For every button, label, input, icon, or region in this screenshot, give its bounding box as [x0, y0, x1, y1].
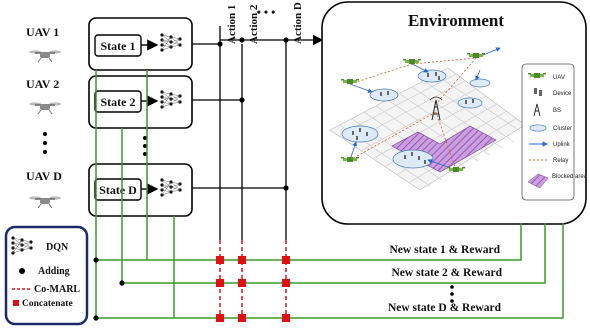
concatenate-markers: [216, 256, 290, 322]
environment-legend: UAV Device BS Cluster Uplink Relay Block…: [521, 63, 588, 201]
uav-1: UAV 1: [26, 25, 62, 63]
agent-block-1: State 1: [88, 17, 193, 71]
cluster-icon: [529, 124, 547, 132]
svg-text:BS: BS: [553, 108, 561, 114]
feedback-1-label: New state 1 & Reward: [390, 244, 501, 256]
device-icon: [534, 88, 542, 96]
key-concatenate-label: Concatenate: [22, 299, 73, 309]
adding-icon: [19, 268, 25, 274]
actions-ellipsis: • • •: [257, 5, 276, 19]
state-1-label: State 1: [101, 39, 136, 53]
drone-icon: [28, 49, 62, 63]
key-co-marl-label: Co-MARL: [34, 284, 80, 295]
agent-block-2: State 2: [88, 75, 193, 129]
agent-block-d: State D: [88, 163, 193, 217]
svg-text:Device: Device: [553, 91, 572, 97]
device-markers: [352, 72, 474, 164]
svg-text:UAV: UAV: [553, 75, 565, 81]
key-dqn-label: DQN: [46, 242, 69, 253]
vertical-ellipsis-mid: [143, 136, 147, 156]
junction-dots: [93, 257, 125, 321]
svg-text:Cluster: Cluster: [553, 126, 572, 132]
environment-panel: Environment: [321, 1, 588, 225]
bs-icon: [533, 103, 541, 117]
feedback-2-label: New state 2 & Reward: [392, 267, 503, 279]
action-d-label: Action D: [292, 2, 304, 44]
blocked-area-shape: [391, 125, 497, 173]
state-d-label: State D: [99, 183, 137, 197]
drone-icon: [28, 195, 62, 209]
relay-links: [349, 57, 477, 171]
uav-d: UAV D: [26, 169, 62, 209]
svg-text:Relay: Relay: [553, 158, 568, 164]
key-adding-label: Adding: [38, 266, 70, 277]
cluster-shapes: [341, 69, 491, 169]
svg-text:Uplink: Uplink: [553, 142, 571, 148]
drone-icon: [28, 101, 62, 115]
key-box: DQN Adding Co-MARL Concatenate: [4, 225, 89, 326]
feedback-d-label: New state D & Reward: [388, 302, 502, 314]
action-2-label: Action 2: [248, 4, 260, 44]
state-2-label: State 2: [101, 95, 136, 109]
vertical-ellipsis-left: [43, 132, 47, 154]
uav-1-label: UAV 1: [26, 25, 59, 39]
environment-title: Environment: [408, 11, 504, 30]
blocked-area-icon: [527, 173, 549, 189]
feedback-ellipsis: [450, 285, 454, 303]
uav-2: UAV 2: [26, 77, 62, 115]
feedback-lines: [95, 70, 564, 319]
action-lines: [217, 26, 324, 320]
uav-2-label: UAV 2: [26, 77, 59, 91]
concatenate-icon: [13, 300, 19, 306]
uav-d-label: UAV D: [26, 169, 62, 183]
bs-tower: [429, 96, 443, 121]
action-1-label: Action 1: [226, 5, 238, 44]
svg-text:Blocked area: Blocked area: [552, 174, 588, 180]
